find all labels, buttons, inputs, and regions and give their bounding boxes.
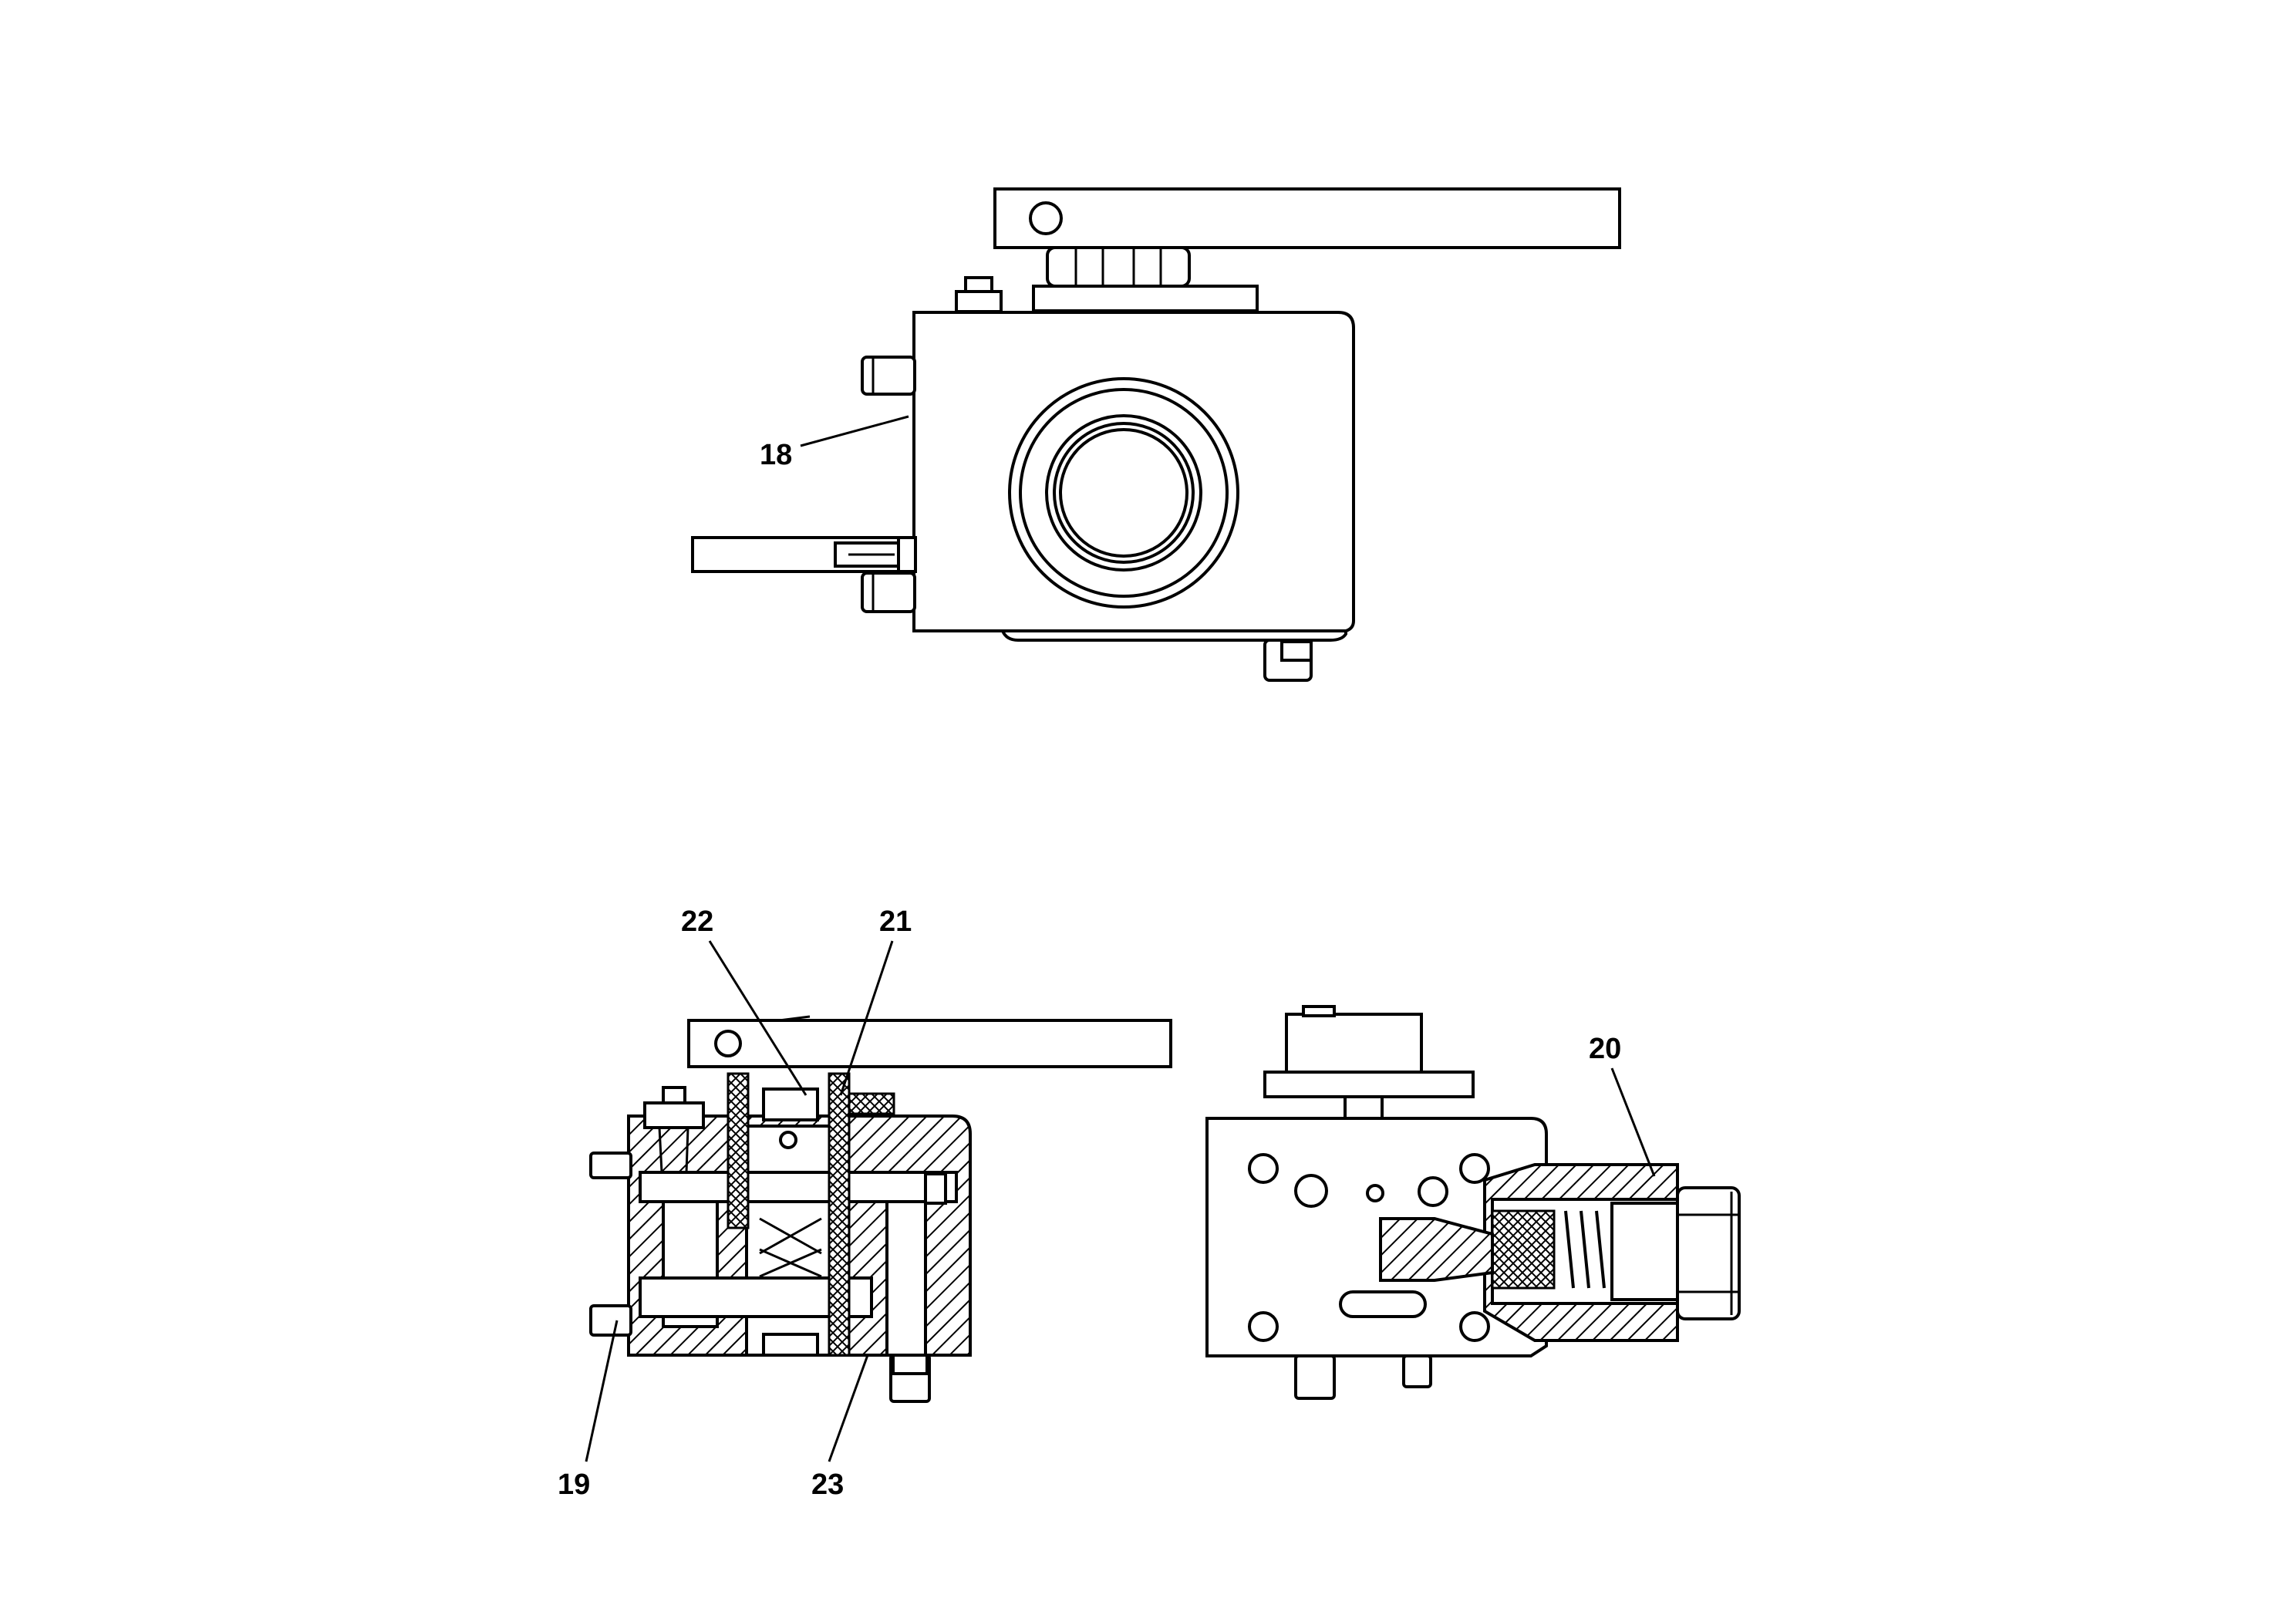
callout-20: 20 (1589, 1033, 1621, 1065)
top-port (1008, 377, 1239, 609)
top-bottom-pin (1263, 639, 1313, 682)
right-valve-body (1205, 1117, 1548, 1357)
left-seal-21 (828, 1072, 851, 1357)
left-stud-lower (589, 1304, 632, 1337)
callout-23: 23 (811, 1469, 844, 1501)
top-lever (993, 187, 1621, 249)
right-top-block-upper (1302, 1005, 1336, 1017)
left-spool (759, 1088, 822, 1357)
right-bolt-holes (1248, 1153, 1490, 1342)
top-left-stud-upper (861, 356, 916, 396)
right-poppet (1379, 1217, 1494, 1282)
left-right-plug (924, 1172, 947, 1205)
left-top-screw (643, 1086, 705, 1173)
leader-20 (1610, 1067, 1656, 1177)
right-spring (1491, 1202, 1679, 1301)
left-cavity-main (745, 1125, 833, 1357)
left-seal-22 (727, 1072, 750, 1229)
leader-18 (800, 415, 909, 447)
section-view-left: 22 21 19 23 (558, 905, 1172, 1501)
top-flange (1032, 285, 1259, 312)
left-bottom-pin (889, 1354, 931, 1403)
callout-18: 18 (760, 439, 792, 471)
left-cavity-bore (885, 1172, 927, 1357)
leader-19 (585, 1320, 619, 1462)
left-lever (687, 1015, 1172, 1068)
right-bottom-pin-left (1294, 1354, 1336, 1400)
top-bottom-plate (1000, 629, 1347, 642)
callout-21: 21 (879, 905, 912, 938)
left-channel-top (639, 1171, 958, 1203)
leader-23 (828, 1354, 869, 1462)
leader-22 (708, 940, 807, 1096)
top-hex-nut (1046, 246, 1191, 288)
leader-21 (839, 940, 894, 1096)
left-seal-top (848, 1092, 895, 1115)
top-view: 18 (691, 187, 1621, 682)
right-bottom-pin-right (1402, 1354, 1432, 1388)
right-top-plate (1263, 1071, 1475, 1098)
right-end-cap (1676, 1186, 1741, 1320)
right-top-boss (1344, 1095, 1384, 1121)
callout-19: 19 (558, 1469, 590, 1501)
section-view-right: 20 (1205, 1005, 1741, 1400)
callout-22: 22 (681, 905, 713, 938)
right-top-block (1285, 1013, 1423, 1074)
top-small-screw (955, 276, 1003, 313)
top-left-stud-lower (861, 572, 916, 613)
top-left-bar (691, 536, 917, 573)
left-stud-upper (589, 1152, 632, 1179)
